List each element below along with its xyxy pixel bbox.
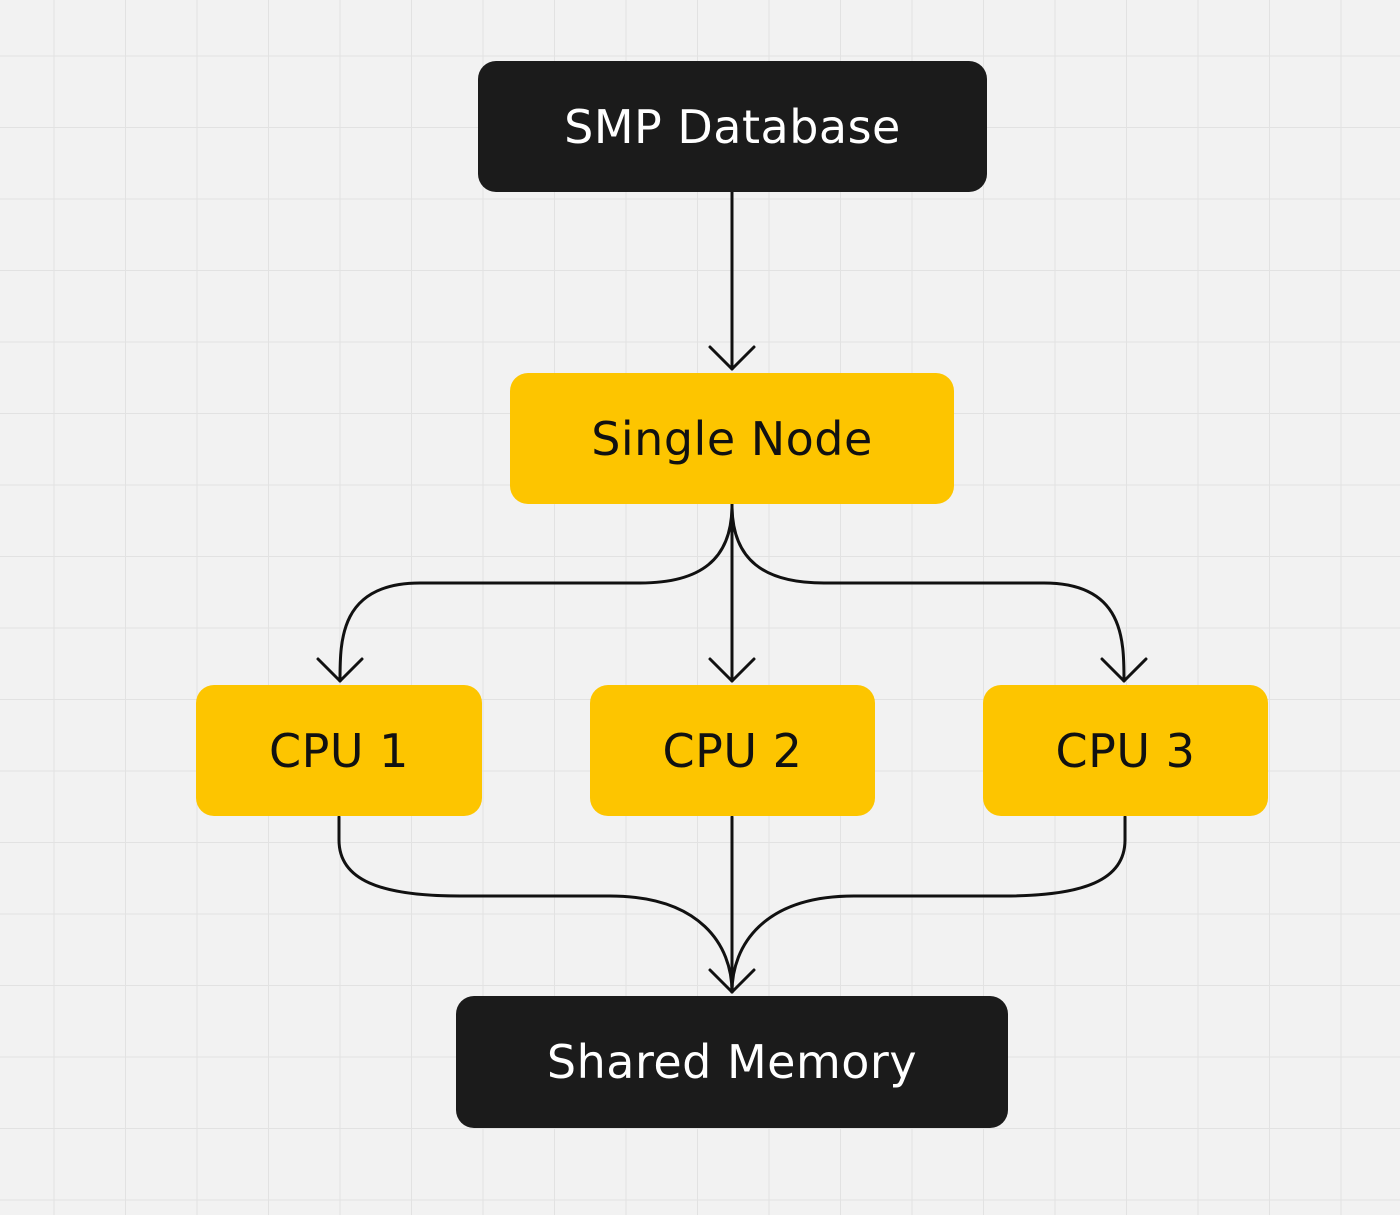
node-label: CPU 2	[662, 723, 803, 778]
node-smp-database[interactable]: SMP Database	[478, 61, 987, 192]
node-cpu-3[interactable]: CPU 3	[983, 685, 1268, 816]
node-shared-memory[interactable]: Shared Memory	[456, 996, 1008, 1128]
arrowhead-cpu3	[1100, 657, 1148, 683]
edge-cpu3-to-shared	[730, 815, 1127, 994]
arrowhead-single	[708, 345, 756, 371]
arrowhead-cpu2	[708, 657, 756, 683]
arrowhead-cpu1	[316, 657, 364, 683]
node-label: Shared Memory	[546, 1035, 918, 1089]
node-label: CPU 3	[1055, 723, 1196, 778]
node-label: Single Node	[591, 411, 873, 466]
edge-cpu1-to-shared	[337, 815, 734, 994]
node-cpu-1[interactable]: CPU 1	[196, 685, 482, 816]
node-cpu-2[interactable]: CPU 2	[590, 685, 875, 816]
node-single-node[interactable]: Single Node	[510, 373, 954, 504]
edge-single-to-cpu3	[730, 503, 1126, 683]
arrowhead-shared	[708, 968, 756, 994]
node-label: SMP Database	[564, 99, 901, 154]
node-label: CPU 1	[269, 723, 409, 778]
edge-single-to-cpu1	[338, 503, 734, 683]
